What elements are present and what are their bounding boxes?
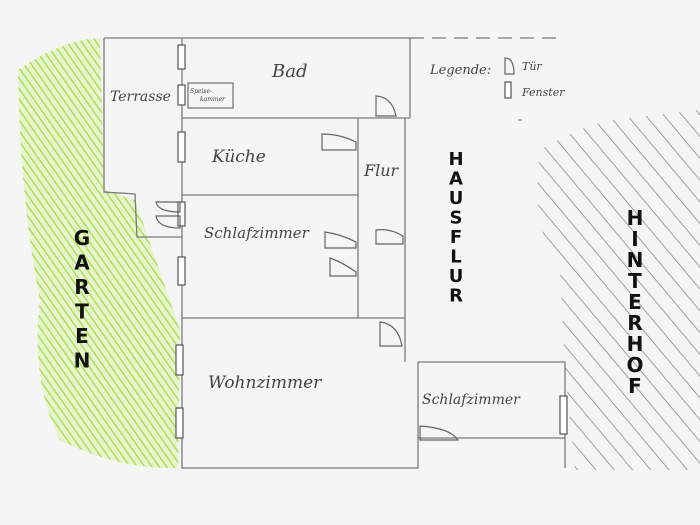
window-icon <box>175 407 184 439</box>
room-label-wohnzimmer: Wohnzimmer <box>208 373 322 393</box>
window-icon <box>504 81 512 99</box>
door-icon <box>419 425 460 441</box>
door-icon <box>324 231 357 249</box>
door-icon <box>155 215 181 229</box>
legend-door-label: Tür <box>522 60 542 73</box>
door-icon <box>379 321 403 347</box>
room-label-flur: Flur <box>363 161 400 180</box>
window-icon <box>177 256 186 286</box>
door-icon <box>329 257 357 277</box>
room-label-schlafzimmer: Schlafzimmer <box>204 224 310 242</box>
window-icon <box>177 44 186 70</box>
door-icon <box>504 57 515 75</box>
windows <box>175 44 568 439</box>
legend-title: Legende: <box>429 63 491 78</box>
walls <box>103 37 566 469</box>
room-label-schlafzimmer-2: Schlafzimmer <box>422 392 521 408</box>
room-label-speisekammer: Speise- kammer <box>190 88 226 103</box>
room-label-bad: Bad <box>271 61 307 82</box>
legend-window-label: Fenster <box>521 86 565 99</box>
backyard-hatch <box>537 110 700 470</box>
window-icon <box>177 201 186 227</box>
door-icon <box>321 133 357 151</box>
doors <box>155 57 515 441</box>
garden-area <box>18 38 180 469</box>
room-label-kueche: Küche <box>211 147 266 167</box>
door-icon <box>375 95 397 117</box>
window-icon <box>175 344 184 376</box>
window-icon <box>559 395 568 435</box>
room-label-speisekammer-line1: Speise- <box>190 88 212 95</box>
door-icon <box>375 229 404 245</box>
room-label-speisekammer-line2: kammer <box>200 96 226 103</box>
window-icon <box>177 131 186 163</box>
door-icon <box>155 201 181 213</box>
window-icon <box>177 84 186 106</box>
room-label-terrasse: Terrasse <box>110 89 171 105</box>
